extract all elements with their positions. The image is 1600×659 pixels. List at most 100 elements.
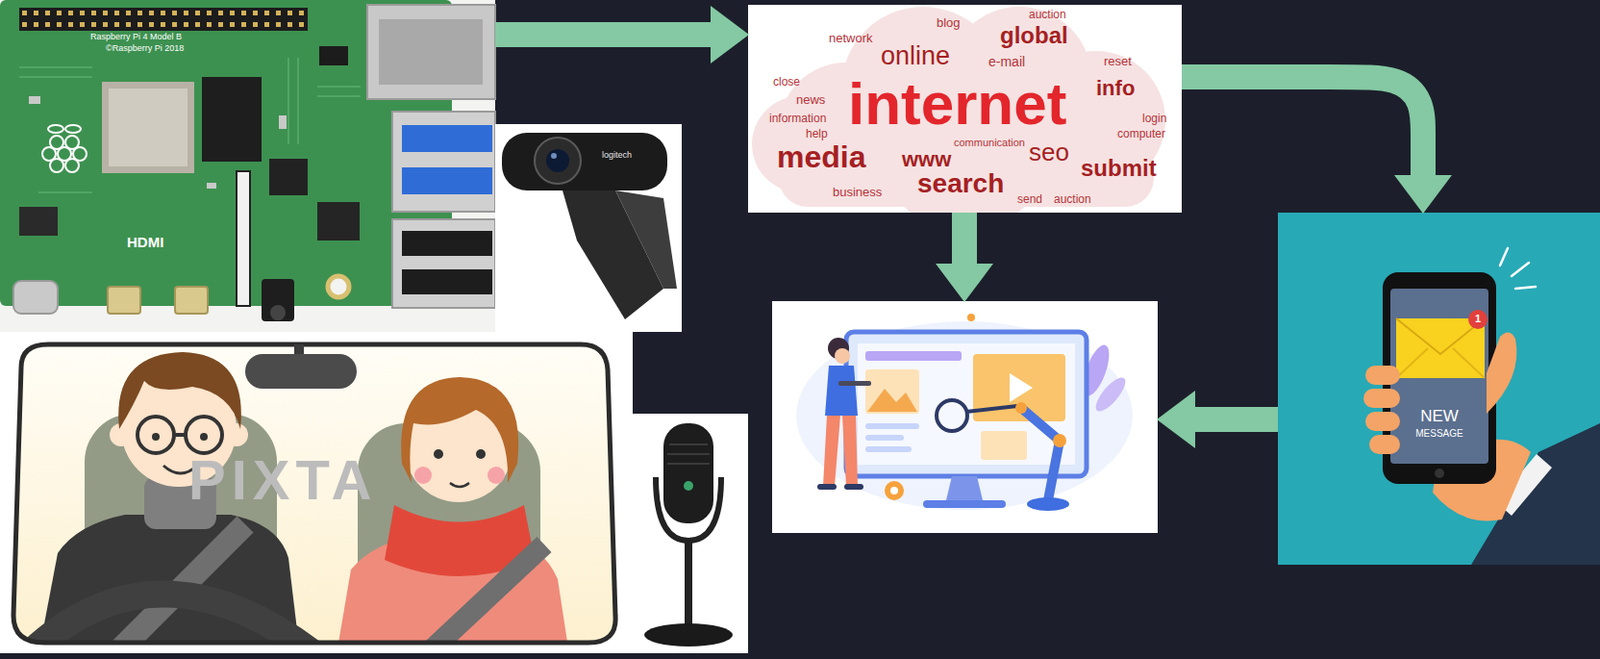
monitor-illustration — [884, 480, 904, 500]
raspberry-pi-photo — [107, 286, 141, 314]
raspberry-pi-photo — [392, 219, 496, 308]
raspberry-pi-photo — [19, 7, 308, 31]
phone-notification-illustration — [1486, 331, 1517, 414]
monitor-illustration — [1015, 401, 1027, 414]
cloud-word: reset — [1103, 54, 1132, 68]
phone-notification-illustration — [1396, 348, 1485, 378]
monitor-illustration — [865, 423, 920, 429]
monitor-illustration — [772, 300, 1158, 533]
raspberry-pi-photo — [175, 286, 208, 314]
raspberry-pi-photo — [378, 19, 483, 85]
raspberry-pi-photo — [19, 57, 361, 193]
monitor-illustration — [1009, 373, 1033, 402]
raspberry-pi-photo — [19, 7, 308, 31]
monitor-illustration — [967, 313, 975, 322]
cloud-word: www — [901, 149, 951, 171]
badge-count: 1 — [1475, 313, 1481, 325]
monitor-illustration — [890, 486, 899, 495]
raspberry-pi-photo — [206, 182, 217, 189]
cloud-word: news — [796, 93, 825, 106]
flow-arrow — [1195, 406, 1278, 432]
cloud-word: business — [832, 185, 882, 199]
microphone-photo — [644, 623, 733, 647]
monitor-illustration — [842, 415, 858, 486]
raspberry-pi-photo — [269, 158, 308, 196]
phone-notification-illustration — [1390, 288, 1489, 464]
cloud-word: e-mail — [988, 54, 1025, 69]
microphone-photo — [632, 413, 749, 653]
microphone-photo — [663, 423, 714, 524]
monitor-illustration — [1091, 373, 1131, 416]
monitor-illustration — [865, 350, 962, 361]
webcam-photo — [495, 124, 682, 332]
cloud-word: auction — [1028, 8, 1067, 21]
webcam-photo — [615, 190, 677, 289]
cloud-word: submit — [1080, 156, 1157, 180]
phone-notification-illustration — [1363, 388, 1400, 408]
cloud-word: help — [805, 127, 828, 140]
cloud-word: online — [880, 43, 950, 70]
monitor-illustration — [865, 369, 920, 414]
raspberry-pi-photo — [13, 280, 58, 314]
flow-arrow — [495, 22, 711, 48]
monitor-illustration — [772, 300, 1158, 533]
monitor-illustration — [857, 343, 1075, 465]
monitor-illustration — [1052, 433, 1067, 448]
couple-in-car-cartoon — [414, 466, 432, 484]
phone-notification-illustration — [1500, 248, 1536, 289]
cloud-word: media — [776, 141, 866, 173]
cloud-word: seo — [1028, 139, 1070, 165]
couple-in-car-cartoon — [487, 466, 505, 484]
couple-in-car-cartoon — [151, 432, 160, 441]
phone-notification-illustration — [1365, 411, 1400, 431]
couple-in-car-cartoon — [13, 344, 616, 643]
couple-in-car-cartoon — [426, 544, 545, 654]
raspberry-pi-photo — [0, 0, 496, 332]
notification-text: NEW — [1420, 407, 1459, 425]
raspberry-pi-photo — [42, 125, 87, 173]
couple-in-car-cartoon — [118, 351, 242, 429]
cloud-word: internet — [848, 74, 1067, 134]
monitor-illustration — [772, 300, 1158, 533]
couple-in-car-cartoon — [19, 594, 327, 659]
couple-in-car-cartoon — [185, 416, 223, 453]
raspberry-pi-photo — [19, 206, 58, 236]
notification-text: MESSAGE — [1415, 428, 1463, 439]
monitor-illustration — [846, 331, 1087, 476]
cloud-word: info — [1096, 77, 1135, 100]
couple-in-car-cartoon — [200, 432, 208, 441]
monitor-illustration — [966, 405, 1018, 412]
cloud-word: network — [828, 31, 874, 45]
flow-arrow — [1181, 76, 1424, 175]
monitor-illustration — [923, 500, 1006, 508]
cloud-word: send — [1017, 193, 1043, 205]
phone-notification-illustration — [1396, 318, 1485, 378]
monitor-illustration — [823, 415, 841, 486]
board-silkscreen: Raspberry Pi 4 Model B — [90, 32, 182, 42]
internet-cloud: auctionblogglobalnetworkonlinee-mailrese… — [748, 4, 1182, 213]
couple-in-car-cartoon — [450, 482, 470, 487]
phone-notification-illustration — [1468, 309, 1488, 329]
monitor-illustration — [865, 434, 904, 441]
couple-in-car-cartoon — [174, 432, 186, 437]
couple-in-car-cartoon — [433, 449, 444, 459]
raspberry-pi-photo — [101, 81, 195, 174]
monitor-illustration — [838, 380, 872, 386]
raspberry-pi-photo — [278, 115, 287, 129]
monitor-illustration — [946, 475, 983, 500]
raspberry-pi-photo — [401, 167, 493, 195]
cloud-word: information — [769, 112, 826, 125]
cloud-word: global — [1000, 24, 1069, 48]
couple-in-car-cartoon — [245, 353, 357, 389]
microphone-photo — [632, 413, 749, 653]
microphone-photo — [667, 444, 710, 464]
phone-notification: 1NEW MESSAGE — [1277, 212, 1600, 565]
cloud-word: login — [1142, 112, 1167, 125]
monitor-illustration — [936, 400, 968, 431]
couple-in-car-cartoon — [137, 416, 175, 453]
word-cloud-panel — [748, 4, 1182, 213]
cloud-word: search — [917, 170, 1004, 198]
raspberry-pi-photo — [50, 158, 64, 173]
monitor-illustration — [867, 388, 918, 412]
